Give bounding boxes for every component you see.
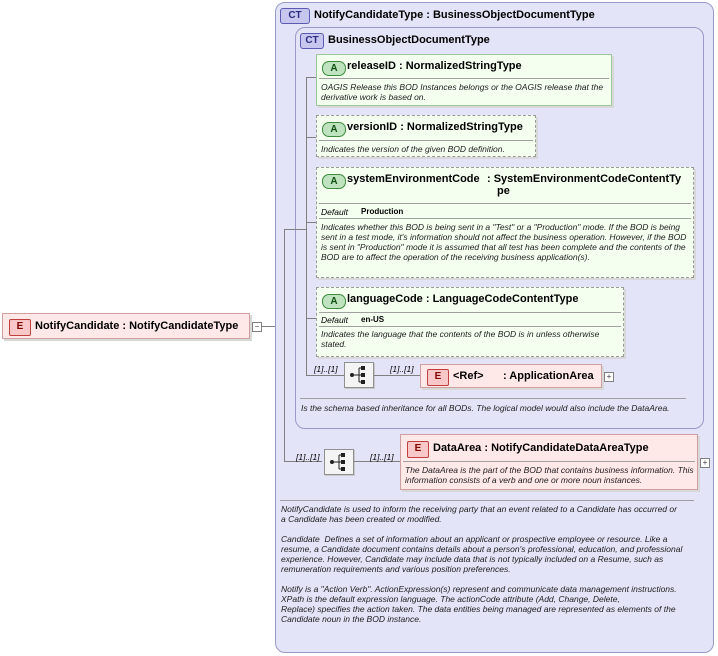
sequence-compositor[interactable] bbox=[344, 362, 374, 388]
connector bbox=[284, 461, 322, 462]
attribute-languagecode[interactable]: A languageCode : LanguageCodeContentType… bbox=[316, 287, 624, 357]
attribute-type: : SystemEnvironmentCodeContentTy bbox=[487, 173, 682, 185]
attribute-name: versionID : NormalizedStringType bbox=[347, 121, 523, 133]
attribute-badge: A bbox=[322, 122, 346, 137]
sequence-compositor[interactable] bbox=[324, 449, 354, 475]
element-badge: E bbox=[9, 319, 31, 336]
inner-ct-label: BusinessObjectDocumentType bbox=[328, 34, 490, 46]
cardinality-label: [1]..[1] bbox=[314, 364, 338, 374]
attribute-versionid[interactable]: A versionID : NormalizedStringType Indic… bbox=[316, 115, 536, 157]
connector bbox=[284, 229, 306, 230]
complex-type-badge: CT bbox=[300, 33, 324, 49]
connector bbox=[306, 222, 316, 223]
cardinality-label: [1]..[1] bbox=[296, 452, 320, 462]
default-value: Production bbox=[361, 207, 404, 216]
connector bbox=[262, 326, 284, 327]
cardinality-label: [1]..[1] bbox=[390, 364, 414, 374]
complex-type-badge: CT bbox=[280, 8, 310, 24]
outer-ct-doc: NotifyCandidate is used to inform the re… bbox=[281, 504, 683, 624]
attribute-type-wrap: pe bbox=[497, 185, 510, 197]
connector bbox=[374, 375, 420, 376]
root-element[interactable]: E NotifyCandidate : NotifyCandidateType bbox=[2, 313, 250, 339]
connector bbox=[306, 137, 316, 138]
attribute-doc: Indicates whether this BOD is being sent… bbox=[321, 222, 687, 262]
connector bbox=[284, 229, 285, 461]
sequence-icon bbox=[350, 366, 365, 384]
default-label: Default bbox=[321, 315, 348, 325]
attribute-badge: A bbox=[322, 294, 346, 309]
attribute-doc: Indicates the version of the given BOD d… bbox=[321, 144, 505, 154]
ref-type: : ApplicationArea bbox=[503, 370, 594, 382]
sequence-icon bbox=[330, 453, 345, 471]
attribute-badge: A bbox=[322, 61, 346, 76]
attribute-name: languageCode : LanguageCodeContentType bbox=[347, 293, 579, 305]
root-element-label: NotifyCandidate : NotifyCandidateType bbox=[35, 320, 239, 332]
expand-toggle[interactable]: + bbox=[700, 458, 710, 468]
outer-ct-label: NotifyCandidateType : BusinessObjectDocu… bbox=[314, 9, 595, 21]
connector bbox=[354, 461, 400, 462]
collapse-toggle[interactable]: − bbox=[252, 322, 262, 332]
default-value: en-US bbox=[361, 315, 385, 324]
expand-toggle[interactable]: + bbox=[604, 372, 614, 382]
attribute-name: releaseID : NormalizedStringType bbox=[347, 60, 522, 72]
element-badge: E bbox=[427, 369, 449, 386]
inner-ct-doc: Is the schema based inheritance for all … bbox=[301, 403, 670, 413]
attribute-releaseid[interactable]: A releaseID : NormalizedStringType OAGIS… bbox=[316, 54, 612, 106]
connector bbox=[306, 375, 344, 376]
connector bbox=[306, 77, 307, 375]
cardinality-label: [1]..[1] bbox=[370, 452, 394, 462]
attribute-systemenvironmentcode[interactable]: A systemEnvironmentCode : SystemEnvironm… bbox=[316, 167, 694, 278]
ref-label: <Ref> bbox=[453, 370, 484, 382]
attribute-doc: OAGIS Release this BOD Instances belongs… bbox=[321, 82, 604, 102]
connector bbox=[306, 318, 316, 319]
application-area-element[interactable]: E <Ref> : ApplicationArea bbox=[420, 364, 602, 388]
default-label: Default bbox=[321, 207, 348, 217]
element-badge: E bbox=[407, 441, 429, 458]
connector bbox=[306, 77, 316, 78]
data-area-element[interactable]: E DataArea : NotifyCandidateDataAreaType… bbox=[400, 434, 698, 490]
attribute-badge: A bbox=[322, 174, 346, 189]
attribute-name: systemEnvironmentCode bbox=[347, 173, 480, 185]
attribute-doc: Indicates the language that the contents… bbox=[321, 329, 600, 349]
data-area-label: DataArea : NotifyCandidateDataAreaType bbox=[433, 442, 649, 454]
data-area-doc: The DataArea is the part of the BOD that… bbox=[405, 465, 694, 485]
